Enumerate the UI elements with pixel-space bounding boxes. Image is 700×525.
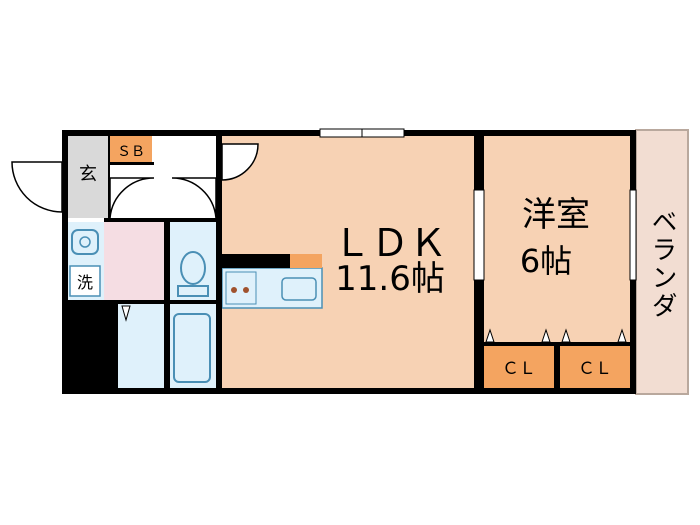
shoe-box-label: ＳＢ [117,144,145,160]
door-swings [11,143,259,219]
ldk-name: ＬＤＫ [333,221,447,265]
wash-basin [71,229,99,255]
kitchen-shelf [290,254,322,268]
veranda-label: ベランダ [647,208,677,320]
bathtub [173,313,211,383]
stove-burner-2 [243,287,249,293]
western-size: 6帖 [520,242,572,280]
toilet-bowl [180,251,206,285]
entrance [68,136,108,218]
closet-left [484,346,554,388]
stove-burner-1 [231,287,237,293]
closet-door-markers [485,328,627,343]
washing-machine [69,265,101,297]
western-window [629,189,637,281]
pipe-shaft [62,300,118,392]
washroom-label: 洗 [77,273,93,292]
western-name: 洋室 [522,195,590,235]
toilet-tank [177,285,209,297]
ldk-side-window [473,189,485,281]
stove-area [225,271,257,305]
wash-basin-drain [79,236,91,248]
shoe-box [110,136,152,164]
western-room [484,136,630,342]
kitchen-sink [281,277,317,301]
closet-right [560,346,630,388]
veranda [635,129,689,395]
closet-right-label: ＣＬ [578,359,612,379]
bath-door-marker [121,305,131,322]
ldk-size: 11.6帖 [335,259,445,299]
kitchen-upper [222,254,290,268]
entrance-label: 玄 [79,164,97,185]
closet-left-label: ＣＬ [502,359,536,379]
